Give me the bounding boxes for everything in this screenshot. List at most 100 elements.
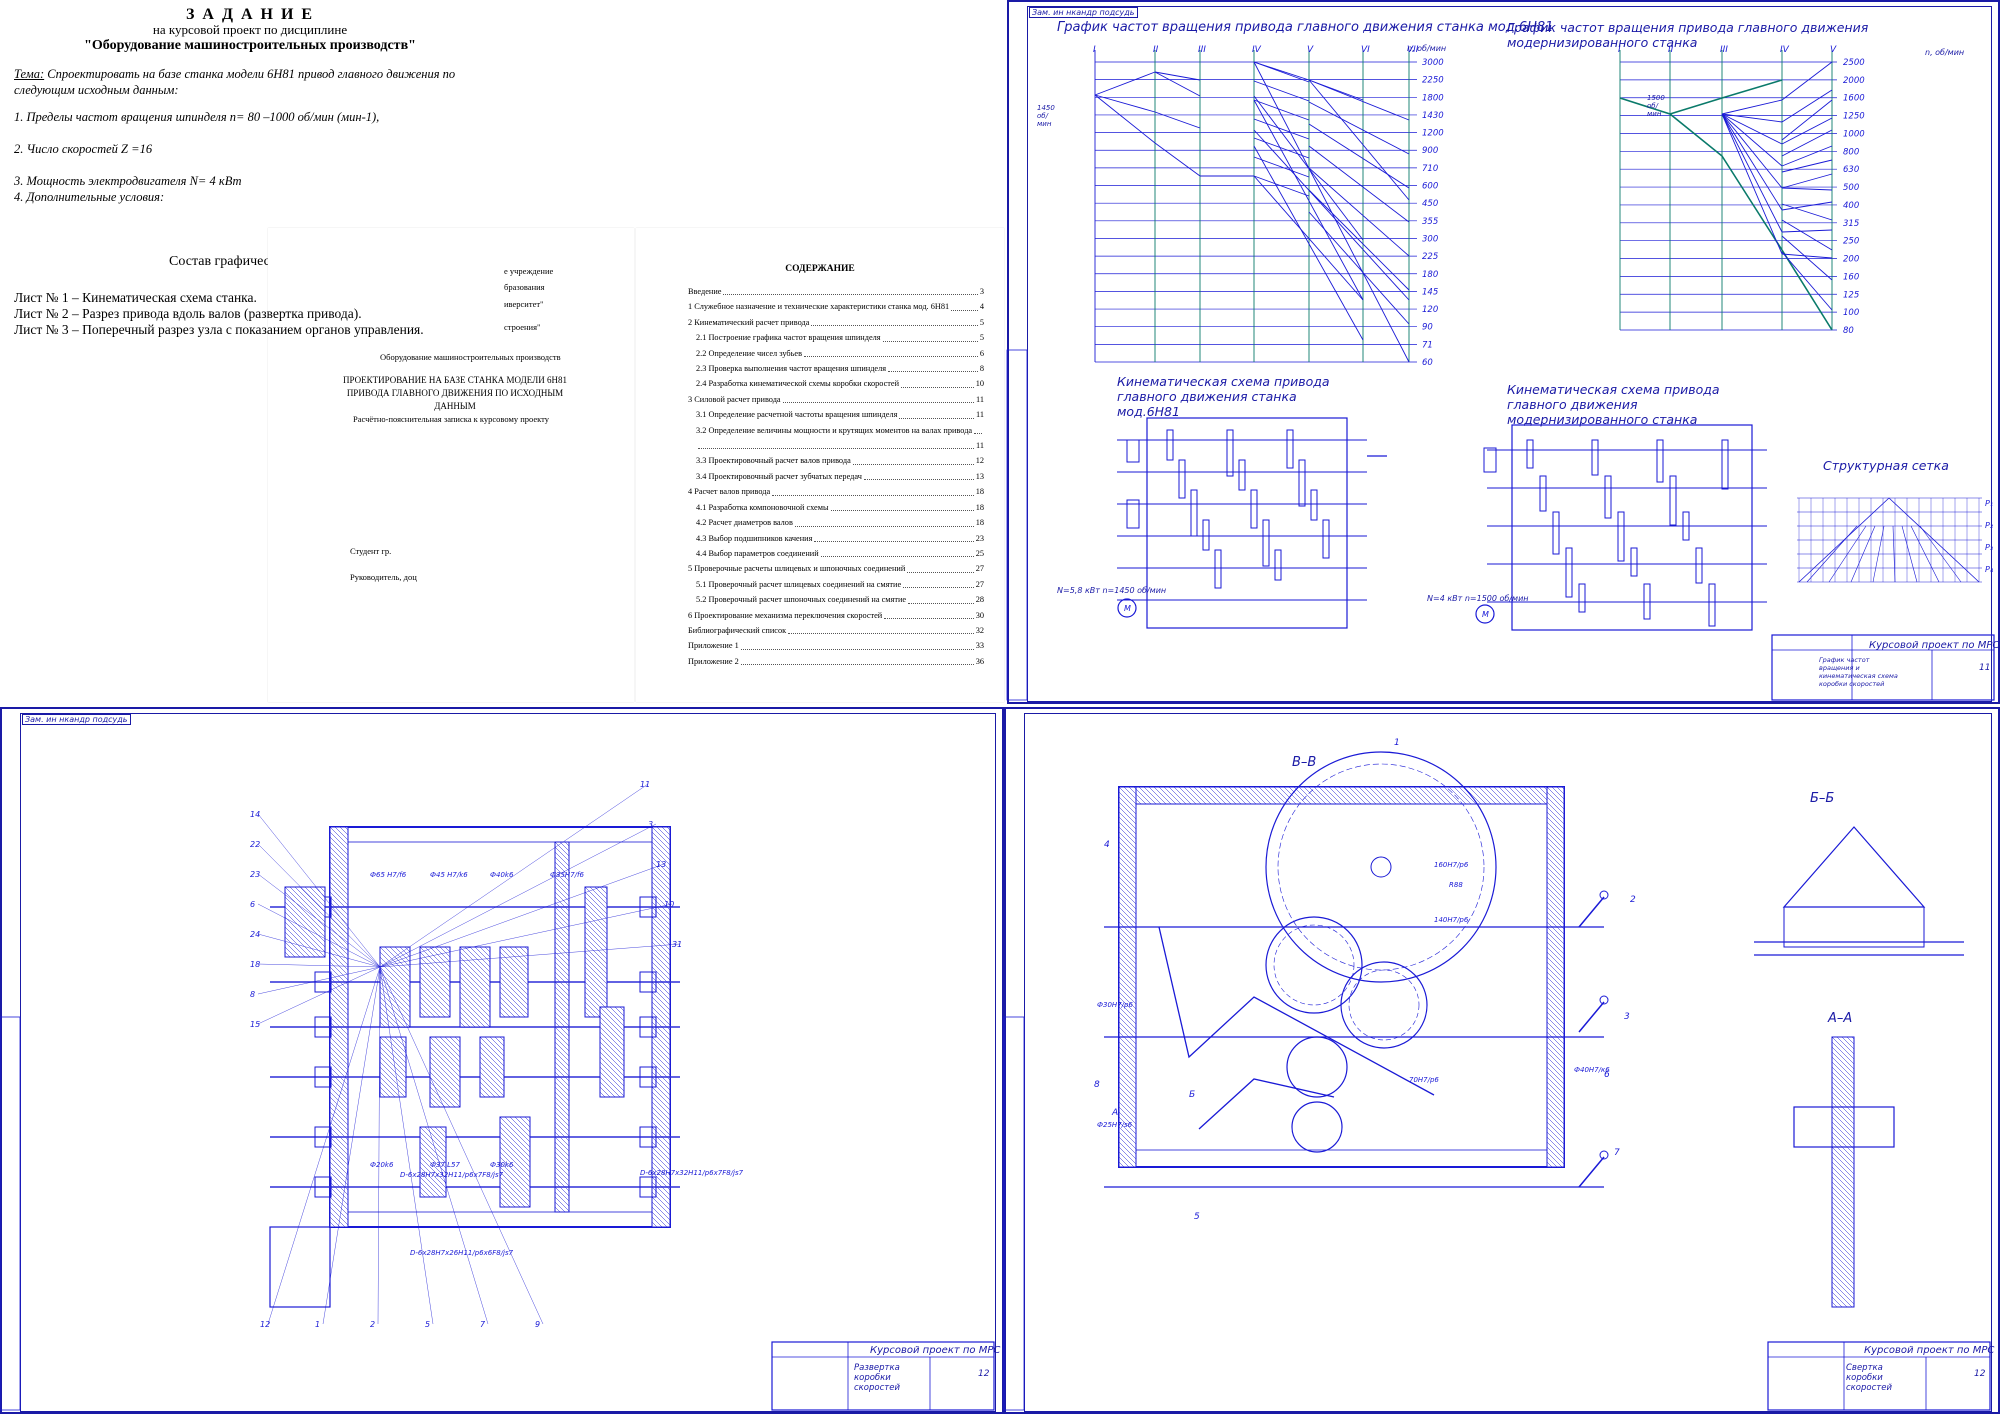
sheet-2-side-strip <box>0 1016 21 1411</box>
housing-wall-left-hatch <box>1118 921 1137 940</box>
housing-partition-hatch <box>554 1051 570 1067</box>
graph-1-ray <box>1154 71 1201 97</box>
housing-wall-right <box>1546 786 1565 1168</box>
kin-1-gear <box>1238 459 1246 491</box>
gear-8-hatch <box>599 1041 625 1067</box>
housing-wall-top-hatch <box>1438 786 1457 805</box>
gear-10-hatch <box>499 1126 531 1158</box>
gear-10-hatch <box>504 1116 531 1143</box>
callout-leader <box>379 966 544 1325</box>
contents-row-leader <box>852 453 974 465</box>
housing-wall-left-hatch <box>329 1216 341 1228</box>
drive-pulley-hatch <box>284 891 326 933</box>
struct-ray <box>1872 525 1885 583</box>
section-a-gear-hatch <box>1831 1191 1855 1215</box>
housing-wall-left-hatch <box>329 1096 349 1116</box>
housing-wall-left-hatch <box>1118 1051 1137 1070</box>
housing-wall-top-hatch <box>1393 786 1412 805</box>
struct-ray <box>1806 525 1858 583</box>
housing-wall-top-hatch <box>1148 786 1167 805</box>
housing-wall-top-hatch <box>1493 786 1512 805</box>
housing-partition-hatch <box>554 886 570 902</box>
graph-2-tick-label: 800 <box>1843 147 1859 157</box>
housing-wall-left-hatch <box>329 941 349 961</box>
housing-wall-left-hatch <box>329 1046 349 1066</box>
housing-wall-top-hatch <box>1388 786 1407 805</box>
contents-row-leader <box>901 376 974 388</box>
gear-6-hatch <box>479 1051 505 1077</box>
gear-8-hatch <box>599 1021 625 1047</box>
housing-wall-left-hatch <box>329 1041 349 1061</box>
gear-10-hatch <box>499 1166 531 1198</box>
housing-wall-left-hatch <box>1118 1016 1137 1035</box>
housing-wall-right-hatch <box>1546 911 1565 930</box>
housing-wall-top-hatch <box>1198 786 1217 805</box>
housing-wall-right-hatch <box>1546 931 1565 950</box>
gear-2-hatch <box>459 956 491 988</box>
contents-row-leader <box>863 469 974 481</box>
graph-1-shaft-label: V <box>1307 45 1314 55</box>
housing-wall-left-hatch <box>1118 911 1137 930</box>
middle-gear <box>1265 916 1363 1014</box>
sheet-3-stamp-name: Свертка коробки скоростей <box>1846 1363 1892 1393</box>
housing-wall-top-hatch <box>1208 786 1227 805</box>
gear-1-hatch <box>419 1011 426 1018</box>
callout-leader <box>379 943 681 968</box>
graph-2-unit: n, об/мин <box>1925 48 1965 57</box>
housing-partition-hatch <box>554 1191 570 1207</box>
gear-10-hatch <box>519 1116 531 1128</box>
gear-7-hatch <box>584 966 608 990</box>
housing-wall-left-hatch <box>1118 1006 1137 1025</box>
gear-9-hatch <box>419 1136 447 1164</box>
housing-wall-left-hatch <box>1118 901 1137 920</box>
section-a-gear-hatch <box>1831 1066 1855 1090</box>
callout-number: 3 <box>648 820 653 829</box>
gear-2-hatch <box>459 951 491 983</box>
housing-wall-left-hatch <box>1118 896 1137 915</box>
contents-row: 5.1 Проверочный расчет шлицевых соединен… <box>688 577 984 592</box>
gear-7-hatch <box>584 931 608 955</box>
graph-1-tick-label: 600 <box>1422 182 1438 192</box>
graph-1-ray <box>1308 101 1410 155</box>
housing-wall-left-hatch <box>329 1091 349 1111</box>
kin-2-housing <box>1511 424 1753 631</box>
housing-wall-left-hatch <box>329 826 349 846</box>
gear-6-hatch <box>479 1091 486 1098</box>
housing-wall-top-hatch <box>1403 786 1422 805</box>
gear-2-hatch <box>459 991 491 1023</box>
housing-wall-right-hatch <box>651 946 671 966</box>
section-b-block <box>1783 906 1925 948</box>
graph-1-tick-label: 1200 <box>1422 129 1444 139</box>
gear-4-hatch <box>379 1056 407 1084</box>
contents-row-leader <box>908 592 974 604</box>
sheet-item-2: Лист № 2 – Разрез привода вдоль валов (р… <box>14 306 362 321</box>
housing-wall-right-hatch <box>651 831 671 851</box>
housing-wall-top-hatch <box>1328 786 1347 805</box>
struct-title: Структурная сетка <box>1823 458 1949 473</box>
gear-1-hatch <box>419 976 451 1008</box>
housing-wall-right-hatch <box>661 826 671 836</box>
housing-wall-top-hatch <box>1233 786 1252 805</box>
callout-leader <box>257 966 381 1025</box>
gear-7-hatch <box>584 941 608 965</box>
graph-2-ray <box>1781 173 1833 189</box>
graph-1-ray <box>1253 175 1364 301</box>
housing-wall-right-hatch <box>1546 906 1565 925</box>
kin-2-gear <box>1682 511 1690 541</box>
housing-wall-right-hatch <box>651 871 671 891</box>
gear-3-hatch <box>499 1011 506 1018</box>
gear-9-hatch <box>434 1126 447 1139</box>
contents-row-leader <box>804 346 978 358</box>
housing-wall-left-hatch <box>1118 831 1137 850</box>
graph-2-ray <box>1781 229 1833 233</box>
callout-leader <box>379 966 434 1325</box>
title-line-2: бразования <box>504 282 545 292</box>
housing-wall-left-hatch <box>329 961 349 981</box>
housing-wall-left-hatch <box>329 886 349 906</box>
spline-label: D-6х28Н7х32Н11/р6х7F8/js7 <box>400 1171 504 1179</box>
sheet-3-side-strip <box>1003 1016 1025 1411</box>
section-b-sector <box>1782 826 1926 908</box>
housing-partition-hatch <box>554 936 570 952</box>
housing-partition-hatch <box>554 1056 570 1072</box>
